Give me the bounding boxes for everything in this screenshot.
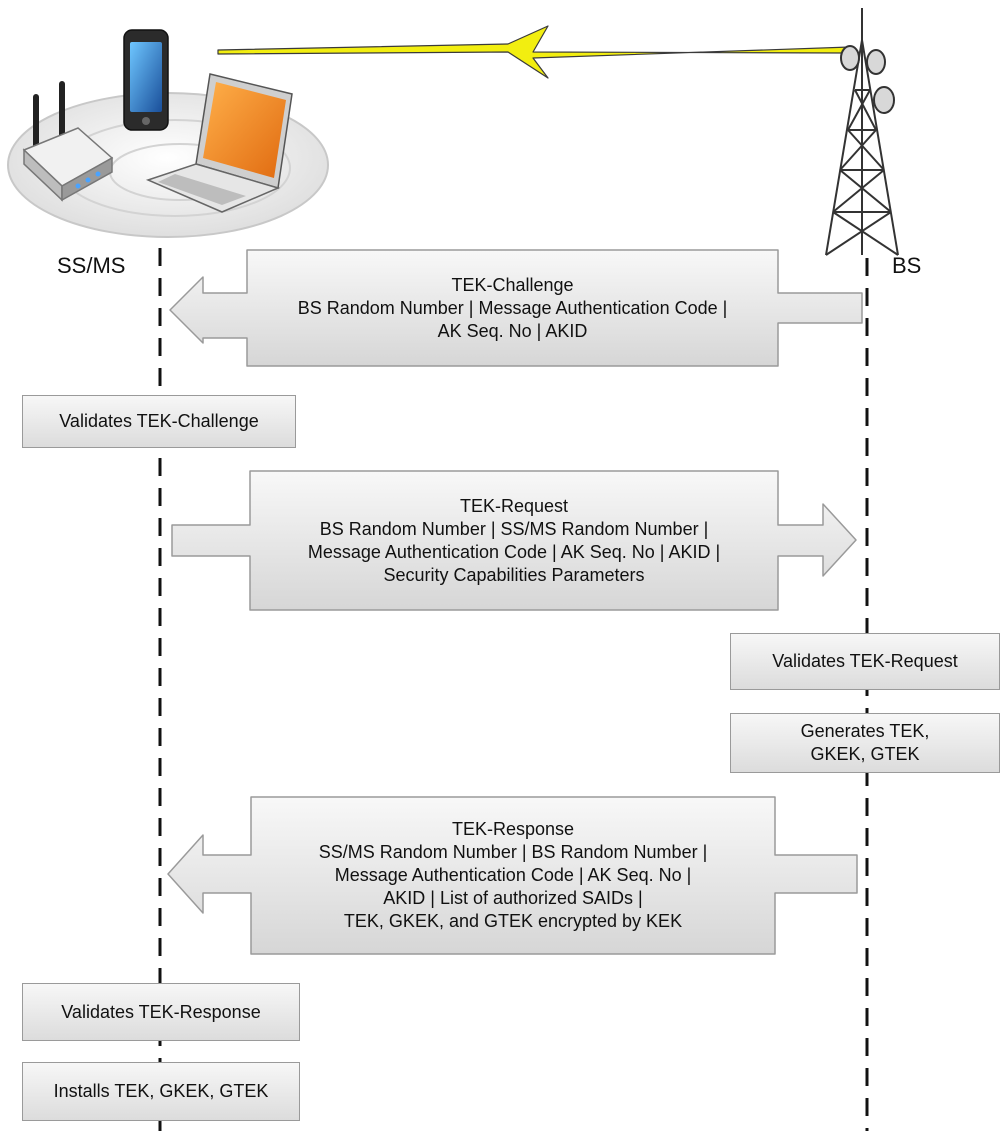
- message-title: TEK-Response: [451, 819, 575, 839]
- client-devices: [7, 29, 329, 238]
- message-line: AKID | List of authorized SAIDs |: [383, 888, 643, 908]
- actor-label-bs: BS: [892, 253, 922, 278]
- message-line: BS Random Number | SS/MS Random Number |: [319, 518, 709, 539]
- step-validates-tek-response: Validates TEK-Response: [22, 983, 300, 1041]
- message-line: TEK, GKEK, and GTEK encrypted by KEK: [343, 911, 683, 931]
- message-line: AK Seq. No | AKID: [437, 320, 588, 341]
- router-icon: [22, 81, 114, 202]
- message-title: TEK-Challenge: [451, 274, 574, 295]
- step-validates-tek-challenge: Validates TEK-Challenge: [22, 395, 296, 448]
- message-line: SS/MS Random Number | BS Random Number |: [318, 842, 708, 862]
- smartphone-icon: [123, 29, 169, 131]
- step-label: Generates TEK,: [800, 721, 930, 741]
- message-tek-request: TEK-Request BS Random Number | SS/MS Ran…: [250, 471, 778, 610]
- lightning-link-icon: [217, 25, 851, 79]
- message-line: Security Capabilities Parameters: [383, 564, 645, 585]
- step-label: Validates TEK-Request: [772, 651, 958, 671]
- actor-label-ssms: SS/MS: [57, 253, 126, 278]
- message-line: Message Authentication Code | AK Seq. No…: [334, 865, 692, 885]
- step-label: Validates TEK-Response: [61, 1001, 261, 1022]
- step-generates-tek: Generates TEK, GKEK, GTEK: [730, 713, 1000, 773]
- step-label: Installs TEK, GKEK, GTEK: [53, 1081, 269, 1101]
- message-tek-response: TEK-Response SS/MS Random Number | BS Ra…: [251, 797, 775, 954]
- message-tek-challenge: TEK-Challenge BS Random Number | Message…: [247, 250, 778, 366]
- message-arrow-tek-response: [167, 796, 858, 955]
- message-arrow-tek-request: [171, 470, 857, 611]
- step-label: GKEK, GTEK: [810, 744, 920, 764]
- message-title: TEK-Request: [459, 495, 569, 516]
- step-validates-tek-request: Validates TEK-Request: [730, 633, 1000, 690]
- message-line: BS Random Number | Message Authenticatio…: [297, 297, 728, 318]
- laptop-icon: [145, 73, 293, 213]
- message-line: Message Authentication Code | AK Seq. No…: [307, 541, 721, 562]
- cell-tower-icon: [825, 8, 899, 256]
- step-label: Validates TEK-Challenge: [59, 411, 259, 431]
- message-arrow-tek-challenge: [169, 249, 863, 367]
- step-installs-tek: Installs TEK, GKEK, GTEK: [22, 1062, 300, 1121]
